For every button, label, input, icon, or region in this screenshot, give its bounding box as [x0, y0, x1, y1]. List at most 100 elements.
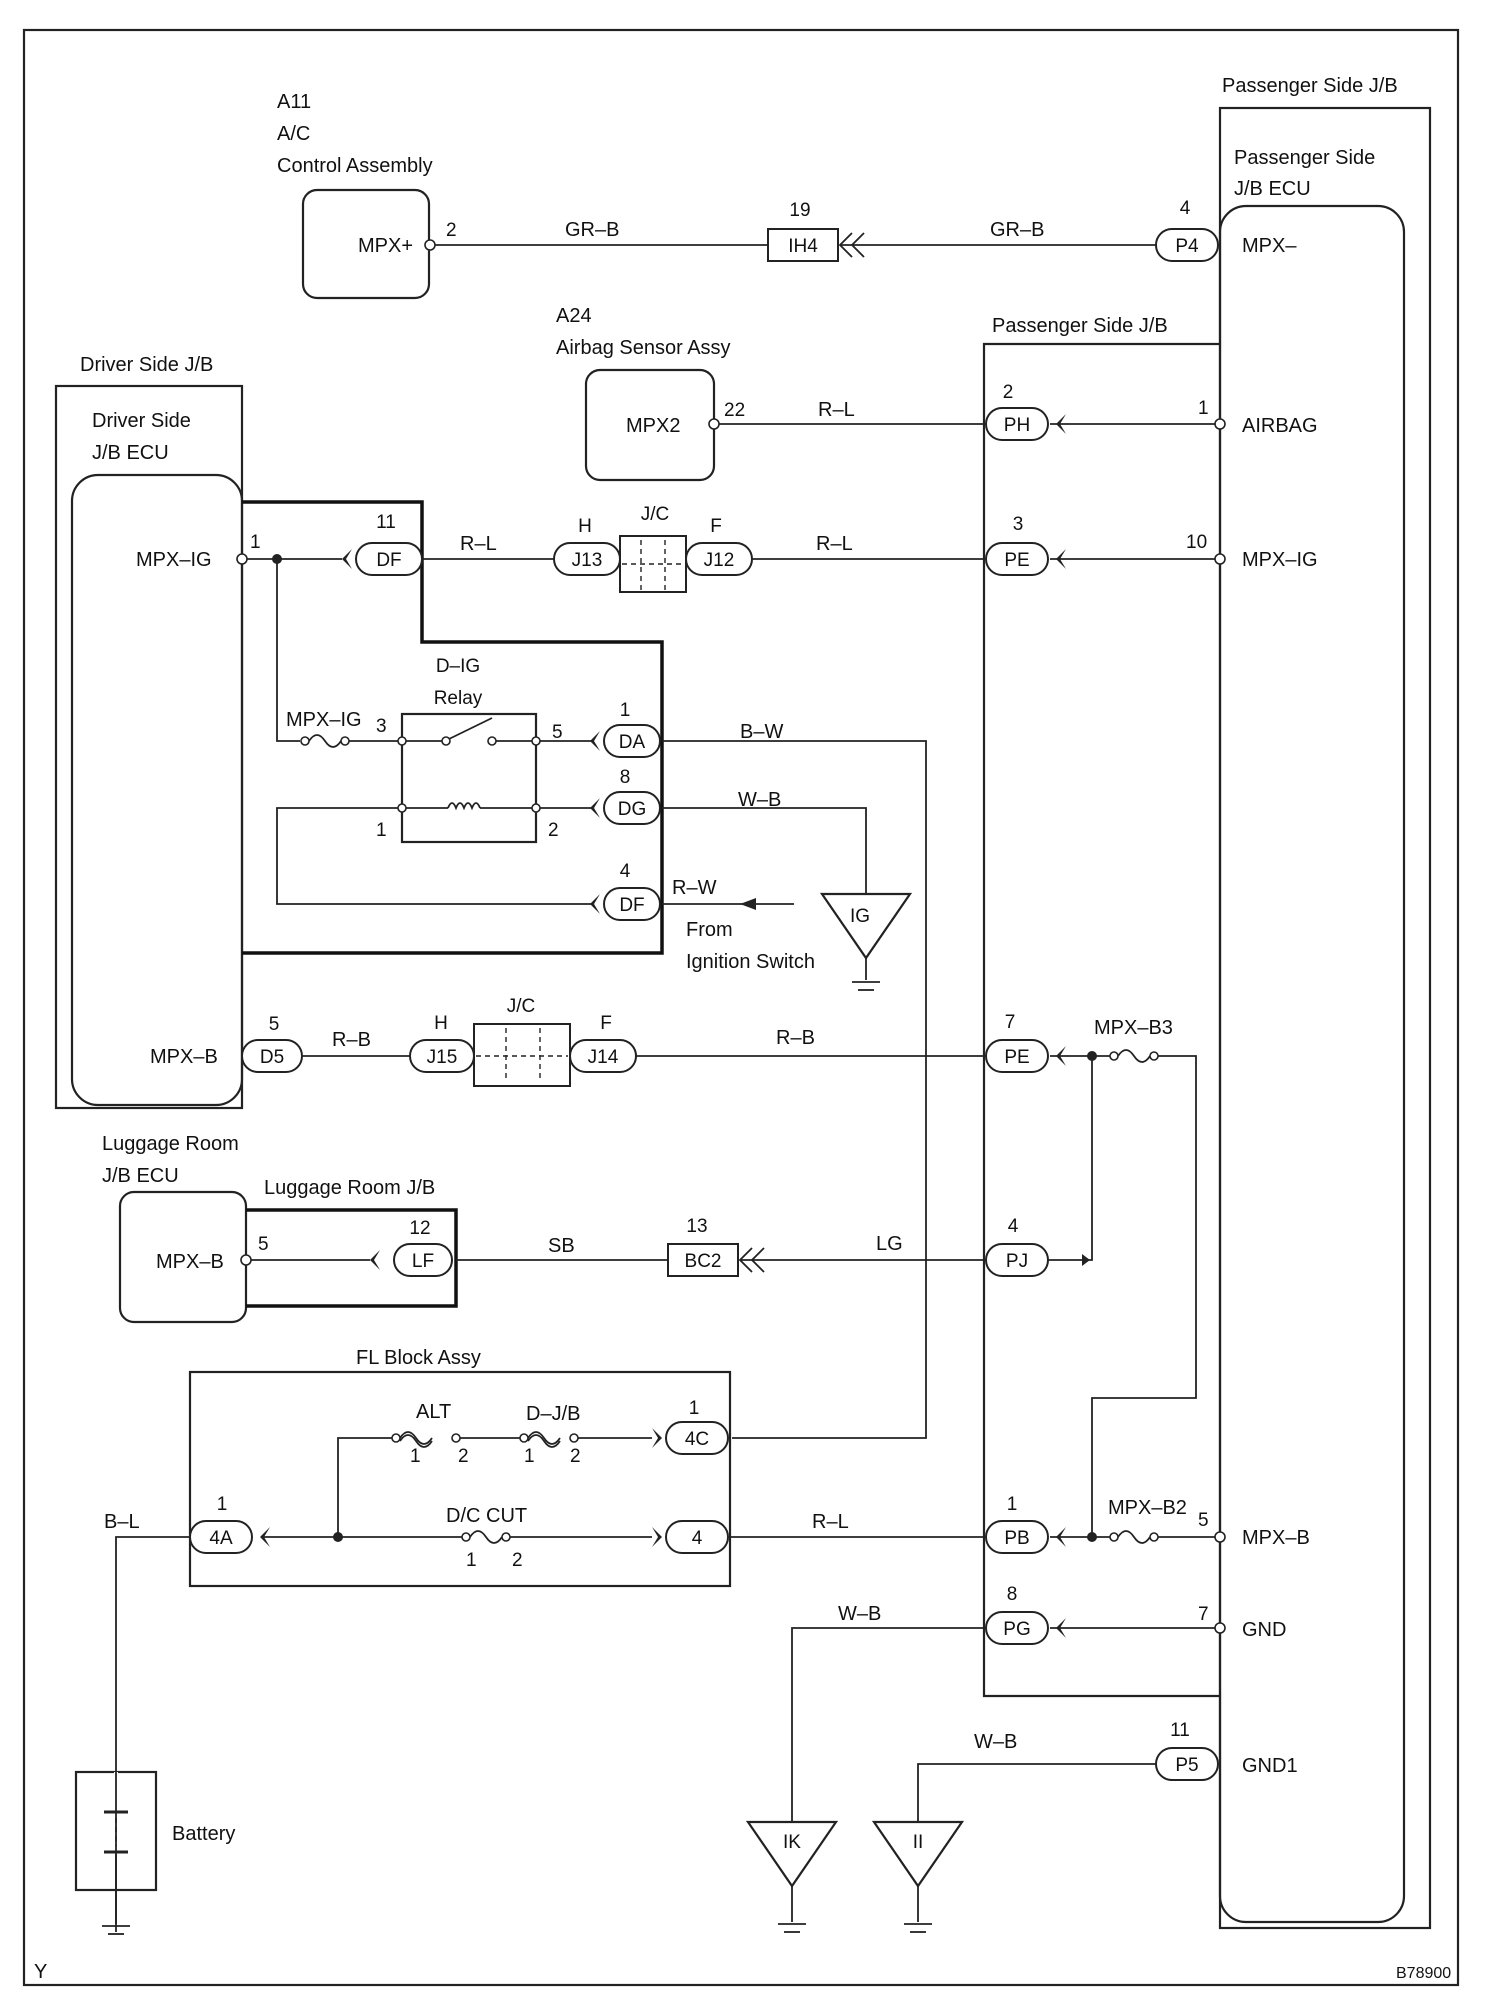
connector-j14-label: J14 — [588, 1047, 619, 1068]
relay-pin5 — [531, 736, 541, 746]
pin-gnd1: GND1 — [1242, 1755, 1298, 1777]
connector-pb — [985, 1520, 1049, 1554]
wire-lg-label: LG — [876, 1233, 903, 1255]
relay-pin2 — [531, 803, 541, 813]
fuse-alt — [399, 1431, 433, 1445]
wire-rw-label: R–W — [672, 877, 717, 899]
connector-j14-side: F — [600, 1013, 612, 1034]
terminal-mpxig — [1214, 553, 1226, 565]
pj-arrow-in — [1082, 1254, 1090, 1266]
relay-coil — [447, 802, 481, 811]
from-label-2: Ignition Switch — [686, 951, 815, 973]
fl-alt-label: ALT — [416, 1401, 451, 1423]
ground-ii — [871, 1820, 965, 1888]
diagram-frame — [22, 28, 1460, 1987]
num-mpxb: 5 — [1198, 1510, 1209, 1531]
connector-pj-label: PJ — [1006, 1251, 1028, 1272]
driver-ecu-line2: J/B ECU — [92, 442, 169, 464]
connector-j13-label: J13 — [572, 550, 603, 571]
fuse-alt-2 — [399, 1434, 433, 1448]
driver-jb-title: Driver Side J/B — [80, 354, 213, 376]
connector-p4-label: P4 — [1175, 236, 1199, 257]
airbag-pin-name: MPX2 — [626, 415, 680, 437]
passenger-ecu-line2: J/B ECU — [1234, 178, 1311, 200]
wire-b3-to-b2 — [1091, 1055, 1197, 1537]
driver-ecu-line1: Driver Side — [92, 410, 191, 432]
relay-p5: 5 — [552, 722, 563, 743]
passenger-jb-ecu — [1218, 204, 1406, 1924]
terminal-luggage-mpxb — [240, 1254, 252, 1266]
connector-da — [603, 724, 661, 758]
fl-dccut-label: D/C CUT — [446, 1505, 527, 1527]
wire-b3-to-pj — [1078, 1056, 1093, 1261]
wire-bl — [115, 1536, 190, 1932]
wire-wb3 — [917, 1763, 1156, 1822]
driver-pin-mpxb: MPX–B — [150, 1046, 218, 1068]
wire-wb1 — [662, 807, 867, 894]
num-mpxig: 10 — [1186, 532, 1207, 553]
connector-df2 — [603, 887, 661, 921]
relay-fuse-label: MPX–IG — [286, 709, 362, 731]
wire-fl-alt — [337, 1437, 392, 1537]
luggage-ecu-line2: J/B ECU — [102, 1165, 179, 1187]
connector-4c-label: 4C — [685, 1429, 709, 1450]
ground-ik-label: IK — [783, 1832, 801, 1853]
ac-code: A11 — [277, 91, 311, 113]
connector-p5-label: P5 — [1175, 1755, 1198, 1776]
wire-wb2-label: W–B — [838, 1603, 881, 1625]
airbag-pin-num: 22 — [724, 400, 745, 421]
connector-pe2 — [985, 1039, 1049, 1073]
luggage-pin-num: 5 — [258, 1234, 269, 1255]
connector-4a-label: 4A — [209, 1528, 233, 1549]
passenger-jb-inner — [982, 342, 1220, 1698]
connector-4-label: 4 — [692, 1528, 703, 1549]
connector-d5-label: D5 — [260, 1047, 284, 1068]
connector-ih4-num: 19 — [789, 200, 810, 221]
driver-pin-mpxig: MPX–IG — [136, 549, 212, 571]
alt-n1: 1 — [410, 1446, 421, 1467]
connector-pe2-label: PE — [1004, 1047, 1029, 1068]
driver-jb-relay-enclosure — [242, 500, 664, 955]
relay-fuse-term-a — [300, 736, 310, 746]
wire-bw — [662, 740, 927, 1439]
wire-rl2-label: R–L — [816, 533, 853, 555]
ground-ik — [745, 1820, 839, 1888]
ground-ig-label: IG — [850, 906, 870, 927]
relay-p1: 1 — [376, 820, 387, 841]
relay-p3: 3 — [376, 716, 387, 737]
wire-wb1-label: W–B — [738, 789, 781, 811]
connector-4c-arrow — [652, 1428, 662, 1448]
relay-fuse-term-b — [340, 736, 350, 746]
connector-j12-label: J12 — [704, 550, 735, 571]
dccut-term-a — [461, 1532, 471, 1542]
connector-4-arrow — [652, 1527, 662, 1547]
passenger-jb-inner-title: Passenger Side J/B — [992, 315, 1168, 337]
diagram-code: B78900 — [1396, 1965, 1451, 1982]
djb-term-b — [569, 1433, 579, 1443]
mpx-b3-fuse — [1117, 1049, 1151, 1063]
relay-p2: 2 — [548, 820, 559, 841]
relay-fuse — [308, 734, 342, 748]
dccut-n2: 2 — [512, 1550, 523, 1571]
connector-j15-label: J15 — [427, 1047, 458, 1068]
fuse-dccut — [469, 1530, 503, 1544]
connector-4c-num: 1 — [689, 1398, 700, 1419]
connector-4a-num: 1 — [217, 1494, 228, 1515]
pin-mpx-ig-passenger: MPX–IG — [1242, 549, 1318, 571]
djb-n1: 1 — [524, 1446, 535, 1467]
connector-j12-side: F — [710, 516, 722, 537]
connector-4 — [665, 1520, 729, 1554]
connector-ih4 — [767, 228, 839, 262]
mpx-b2-fuse — [1117, 1530, 1151, 1544]
relay-line1: D–IG — [436, 656, 480, 677]
connector-da-label: DA — [619, 732, 646, 753]
passenger-ecu-line1: Passenger Side — [1234, 147, 1375, 169]
num-airbag: 1 — [1198, 398, 1209, 419]
mpx-b2-term-b — [1149, 1532, 1159, 1542]
alt-n2: 2 — [458, 1446, 469, 1467]
fl-block-title: FL Block Assy — [356, 1347, 481, 1369]
connector-ph — [985, 407, 1049, 441]
connector-pg-num: 8 — [1007, 1584, 1018, 1605]
wire-coil-to-df2 — [276, 807, 592, 905]
connector-ph-label: PH — [1004, 415, 1030, 436]
